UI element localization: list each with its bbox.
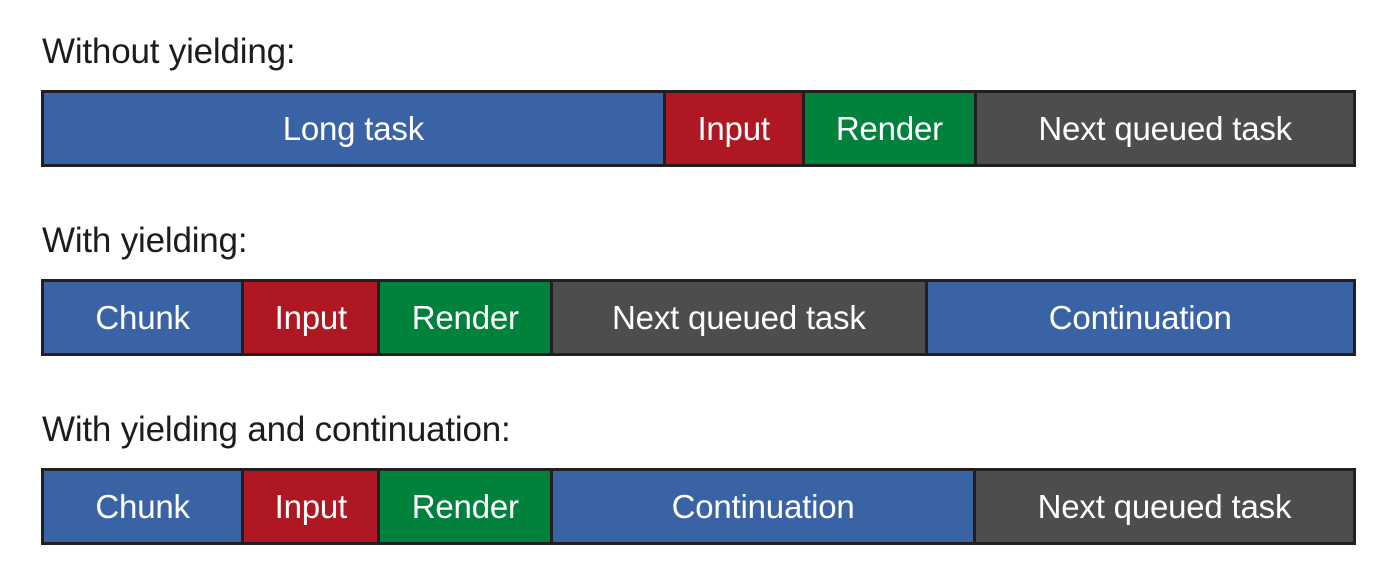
- timeline-without-yielding: Long task Input Render Next queued task: [41, 90, 1356, 167]
- timeline-segment-continuation: Continuation: [553, 471, 976, 542]
- timeline-segment-render: Render: [804, 93, 978, 164]
- timeline-segment-label: Long task: [282, 109, 425, 147]
- timeline-segment-input: Input: [665, 93, 805, 164]
- timeline-segment-label: Continuation: [1048, 298, 1232, 336]
- timeline-segment-label: Render: [835, 109, 943, 147]
- scenario-with-yielding: With yielding: Chunk Input Render Next q…: [41, 219, 1356, 356]
- timeline-segment-label: Next queued task: [612, 298, 866, 336]
- timeline-segment-label: Next queued task: [1037, 487, 1292, 525]
- scenario-with-yielding-and-continuation: With yielding and continuation: Chunk In…: [41, 408, 1356, 545]
- timeline-segment-label: Next queued task: [1038, 109, 1292, 147]
- timeline-segment-next-queued-task: Next queued task: [977, 93, 1353, 164]
- timeline-with-yielding: Chunk Input Render Next queued task Cont…: [41, 279, 1356, 356]
- timeline-segment-input: Input: [244, 282, 381, 353]
- timeline-segment-label: Input: [274, 487, 348, 525]
- timeline-segment-input: Input: [244, 471, 381, 542]
- timeline-segment-label: Render: [411, 298, 519, 336]
- scenario-label-without-yielding: Without yielding:: [42, 32, 296, 71]
- scenario-label-with-yielding: With yielding:: [42, 221, 248, 260]
- timeline-segment-label: Continuation: [671, 487, 855, 525]
- timeline-with-yielding-and-continuation: Chunk Input Render Continuation Next que…: [41, 468, 1356, 545]
- timeline-segment-label: Input: [274, 298, 348, 336]
- timeline-segment-label: Input: [697, 109, 770, 147]
- timeline-segment-label: Chunk: [95, 487, 190, 525]
- scenario-without-yielding: Without yielding: Long task Input Render…: [41, 30, 1356, 167]
- timeline-segment-render: Render: [380, 471, 554, 542]
- timeline-segment-continuation: Continuation: [927, 282, 1353, 353]
- timeline-segment-next-queued-task: Next queued task: [975, 471, 1353, 542]
- timeline-segment-chunk: Chunk: [44, 471, 245, 542]
- timeline-segment-render: Render: [380, 282, 554, 353]
- timeline-segment-label: Render: [411, 487, 519, 525]
- scenario-label-with-yielding-and-continuation: With yielding and continuation:: [42, 410, 511, 449]
- timeline-segment-chunk: Chunk: [44, 282, 245, 353]
- timeline-segment-next-queued-task: Next queued task: [553, 282, 928, 353]
- timeline-segment-label: Chunk: [95, 298, 190, 336]
- timeline-segment-long-task: Long task: [44, 93, 666, 164]
